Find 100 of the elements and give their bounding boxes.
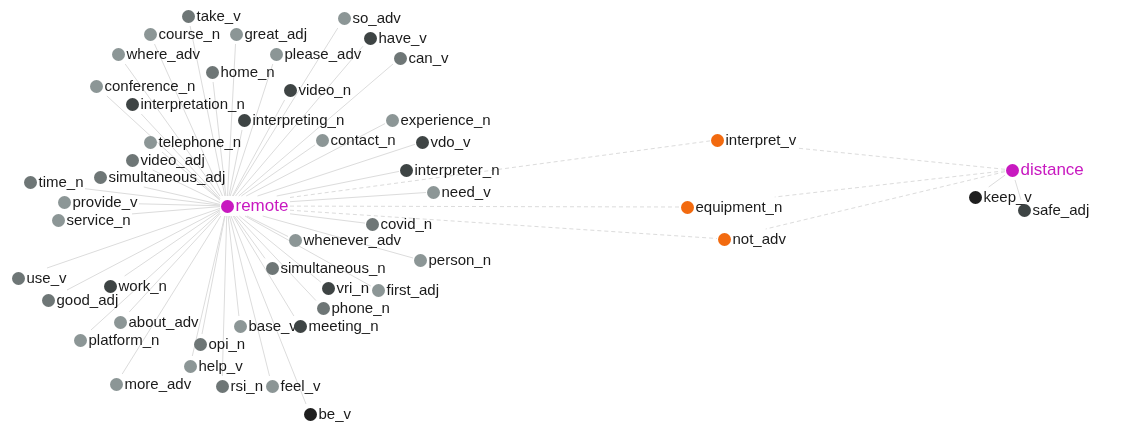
term-label: interpret_v: [725, 131, 797, 149]
term-label: video_n: [298, 81, 352, 99]
link-line: [262, 215, 414, 259]
dashed-link: [797, 147, 1006, 170]
link-line: [152, 169, 221, 204]
link-line: [245, 123, 386, 197]
term-label: meeting_n: [308, 317, 379, 335]
term-label: first_adj: [386, 281, 440, 299]
link-line: [257, 143, 416, 197]
term-label: keep_v: [983, 188, 1032, 206]
link-line: [128, 213, 221, 313]
term-label: base_v: [248, 317, 297, 335]
dashed-link: [289, 209, 718, 239]
term-label: rsi_n: [230, 377, 263, 395]
link-line: [121, 215, 222, 375]
link-line: [238, 215, 322, 283]
term-label: interpreter_n: [414, 161, 500, 179]
link-line: [289, 192, 427, 203]
term-label: can_v: [408, 49, 449, 67]
term-label: vri_n: [336, 279, 369, 297]
term-label: great_adj: [244, 25, 308, 43]
link-line: [124, 63, 221, 197]
link-line: [124, 210, 221, 277]
term-label: person_n: [428, 251, 492, 269]
term-label: simultaneous_n: [280, 259, 386, 277]
link-line: [140, 113, 221, 199]
link-line: [212, 81, 227, 197]
link-line: [229, 215, 270, 377]
link-line: [235, 215, 317, 302]
link-line: [189, 25, 226, 197]
term-label: home_n: [220, 63, 275, 81]
link-line: [154, 43, 223, 197]
term-label: opi_n: [208, 335, 246, 353]
term-label: more_adv: [124, 375, 192, 393]
term-label: equipment_n: [695, 198, 783, 216]
term-label: have_v: [378, 29, 427, 47]
link-line: [230, 215, 307, 405]
link-line: [276, 170, 400, 197]
link-line: [191, 215, 226, 357]
link-line: [221, 215, 228, 377]
term-label: interpretation_n: [140, 95, 245, 113]
term-label: platform_n: [88, 331, 160, 349]
link-line: [240, 144, 316, 197]
term-label: please_adv: [284, 45, 362, 63]
dashed-link: [774, 170, 1006, 198]
hub-term: distance: [1020, 161, 1084, 179]
dashed-link: [765, 171, 1006, 230]
link-line: [66, 209, 221, 291]
link-line: [238, 63, 394, 197]
link-line: [84, 188, 221, 206]
link-line: [289, 213, 366, 224]
hub-term: remote: [235, 197, 289, 215]
link-line: [227, 43, 236, 197]
term-label: telephone_n: [158, 133, 242, 151]
link-line: [1014, 179, 1022, 201]
term-label: interpreting_n: [252, 111, 345, 129]
link-line: [246, 215, 289, 237]
link-line: [235, 45, 364, 197]
term-label: take_v: [196, 7, 241, 25]
term-label: experience_n: [400, 111, 491, 129]
term-label: video_adj: [140, 151, 205, 169]
term-label: about_adv: [128, 313, 199, 331]
link-line: [227, 215, 240, 317]
term-label: use_v: [26, 269, 67, 287]
link-line: [232, 215, 295, 317]
link-line: [229, 63, 274, 197]
term-label: vdo_v: [430, 133, 471, 151]
link-line: [233, 215, 266, 259]
term-label: good_adj: [56, 291, 119, 309]
link-line: [90, 211, 221, 331]
dashed-link: [289, 140, 711, 198]
link-line: [131, 206, 221, 215]
term-label: safe_adj: [1032, 201, 1090, 219]
term-label: need_v: [441, 183, 491, 201]
link-line: [244, 215, 372, 287]
link-line: [988, 174, 1006, 188]
term-label: so_adv: [352, 9, 401, 27]
link-line: [201, 215, 226, 335]
link-line: [161, 151, 221, 201]
term-label: not_adv: [732, 230, 786, 248]
term-label: work_n: [118, 277, 167, 295]
term-label: whenever_adv: [303, 231, 402, 249]
term-label: phone_n: [331, 299, 390, 317]
term-label: simultaneous_adj: [108, 168, 226, 186]
term-label: covid_n: [380, 215, 433, 233]
term-label: be_v: [318, 405, 352, 423]
term-label: conference_n: [104, 77, 196, 95]
term-label: help_v: [198, 357, 243, 375]
link-line: [232, 27, 339, 197]
link-line: [46, 207, 221, 269]
link-line: [228, 129, 243, 197]
term-label: course_n: [158, 25, 221, 43]
term-label: contact_n: [330, 131, 396, 149]
link-line: [231, 99, 286, 197]
term-label: feel_v: [280, 377, 321, 395]
term-label: provide_v: [72, 193, 138, 211]
term-label: where_adv: [126, 45, 200, 63]
link-line: [143, 186, 221, 205]
term-label: service_n: [66, 211, 131, 229]
term-label: time_n: [38, 173, 84, 191]
